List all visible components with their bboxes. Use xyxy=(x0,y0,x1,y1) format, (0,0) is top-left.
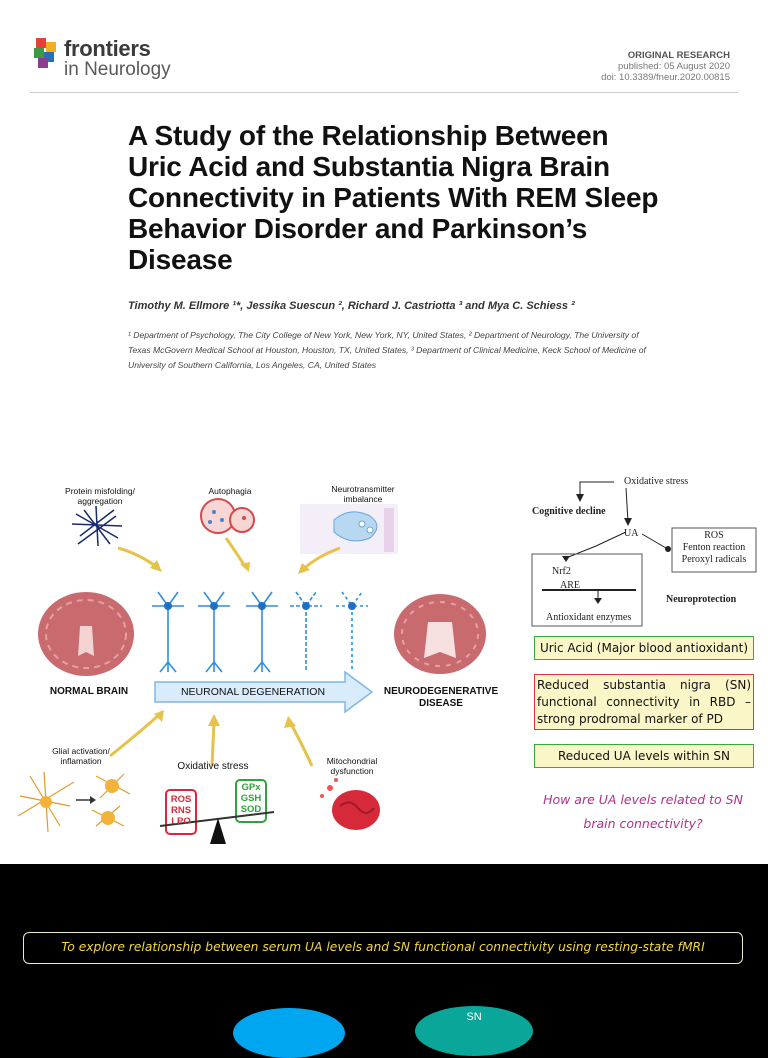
ros-text: ROS xyxy=(170,794,192,805)
blue-oval-shape xyxy=(233,1008,345,1058)
protein-aggregate-icon xyxy=(71,505,123,547)
oxidative-balance-icon xyxy=(159,779,275,844)
autophagy-icon xyxy=(200,498,255,534)
journal-logo: frontiers in Neurology xyxy=(34,38,171,80)
cognitive-decline-text: Cognitive decline xyxy=(532,506,606,517)
sod-text: SOD xyxy=(240,804,262,815)
research-question: How are UA levels related to SN brain co… xyxy=(543,792,743,831)
document-page: frontiers in Neurology ORIGINAL RESEARCH… xyxy=(0,0,768,864)
oxidative-stress-text: Oxidative stress xyxy=(624,476,689,487)
oxidative-label: Oxidative stress xyxy=(177,761,249,772)
glial-label: Glial activation/ inflamation xyxy=(52,746,110,766)
neurotransmitter-label: Neurotransmitter imbalance xyxy=(331,484,395,504)
mitochondria-icon xyxy=(320,778,380,830)
frontiers-logo-icon xyxy=(34,38,60,68)
synapse-icon xyxy=(300,504,398,554)
ros-rns-lpo-label: ROS RNS LPO xyxy=(166,794,196,827)
ua-text: UA xyxy=(624,528,639,539)
mito-label: Mitochondrial dysfunction xyxy=(326,756,378,776)
affiliations: ¹ Department of Psychology, The City Col… xyxy=(128,330,646,370)
paper-title: A Study of the Relationship Between Uric… xyxy=(128,120,659,275)
nrf2-text: Nrf2 xyxy=(552,566,571,577)
diseased-brain-icon xyxy=(394,594,486,674)
figure-graphics xyxy=(17,498,486,844)
reduced-sn-box: Reduced substantia nigra (SN) functional… xyxy=(534,674,754,730)
fenton-text: Fenton reaction xyxy=(682,542,746,553)
normal-brain-label: NORMAL BRAIN xyxy=(49,686,129,697)
degeneration-arrow xyxy=(154,670,374,714)
neuroprotection-text: Neuroprotection xyxy=(666,594,737,605)
reduced-ua-box: Reduced UA levels within SN xyxy=(534,744,754,768)
objective-banner: To explore relationship between serum UA… xyxy=(23,932,743,964)
rns-text: RNS xyxy=(170,805,192,816)
autophagy-label: Autophagia xyxy=(208,486,252,496)
gpx-text: GPx xyxy=(241,782,261,793)
gsh-text: GSH xyxy=(240,793,262,804)
author-list: Timothy M. Ellmore ¹*, Jessika Suescun ²… xyxy=(128,300,575,312)
degeneration-label: NEURONAL DEGENERATION xyxy=(180,686,326,698)
journal-brand: frontiers xyxy=(64,36,151,61)
normal-brain-icon xyxy=(38,592,134,676)
gpx-gsh-sod-label: GPx GSH SOD xyxy=(236,782,266,815)
lpo-text: LPO xyxy=(171,816,191,827)
enzymes-text: Antioxidant enzymes xyxy=(546,612,632,623)
uric-acid-box: Uric Acid (Major blood antioxidant) xyxy=(534,636,754,660)
doi-link[interactable]: doi: 10.3389/fneur.2020.00815 xyxy=(601,72,730,83)
disease-label: NEURODEGENERATIVE DISEASE xyxy=(383,686,499,709)
published-date: published: 05 August 2020 xyxy=(618,61,730,72)
header-divider xyxy=(30,92,738,93)
ros-box: ROS Fenton reaction Peroxyl radicals xyxy=(676,530,752,566)
article-meta: ORIGINAL RESEARCH published: 05 August 2… xyxy=(601,50,730,83)
ros-box-text: ROS xyxy=(704,530,724,541)
are-text: ARE xyxy=(560,580,580,591)
article-type: ORIGINAL RESEARCH xyxy=(627,50,730,61)
peroxyl-text: Peroxyl radicals xyxy=(681,554,747,565)
diagram-lines xyxy=(531,481,757,627)
sn-oval-label: SN xyxy=(466,1011,482,1023)
protein-label: Protein misfolding/ aggregation xyxy=(65,486,135,506)
journal-section: in Neurology xyxy=(64,59,171,80)
